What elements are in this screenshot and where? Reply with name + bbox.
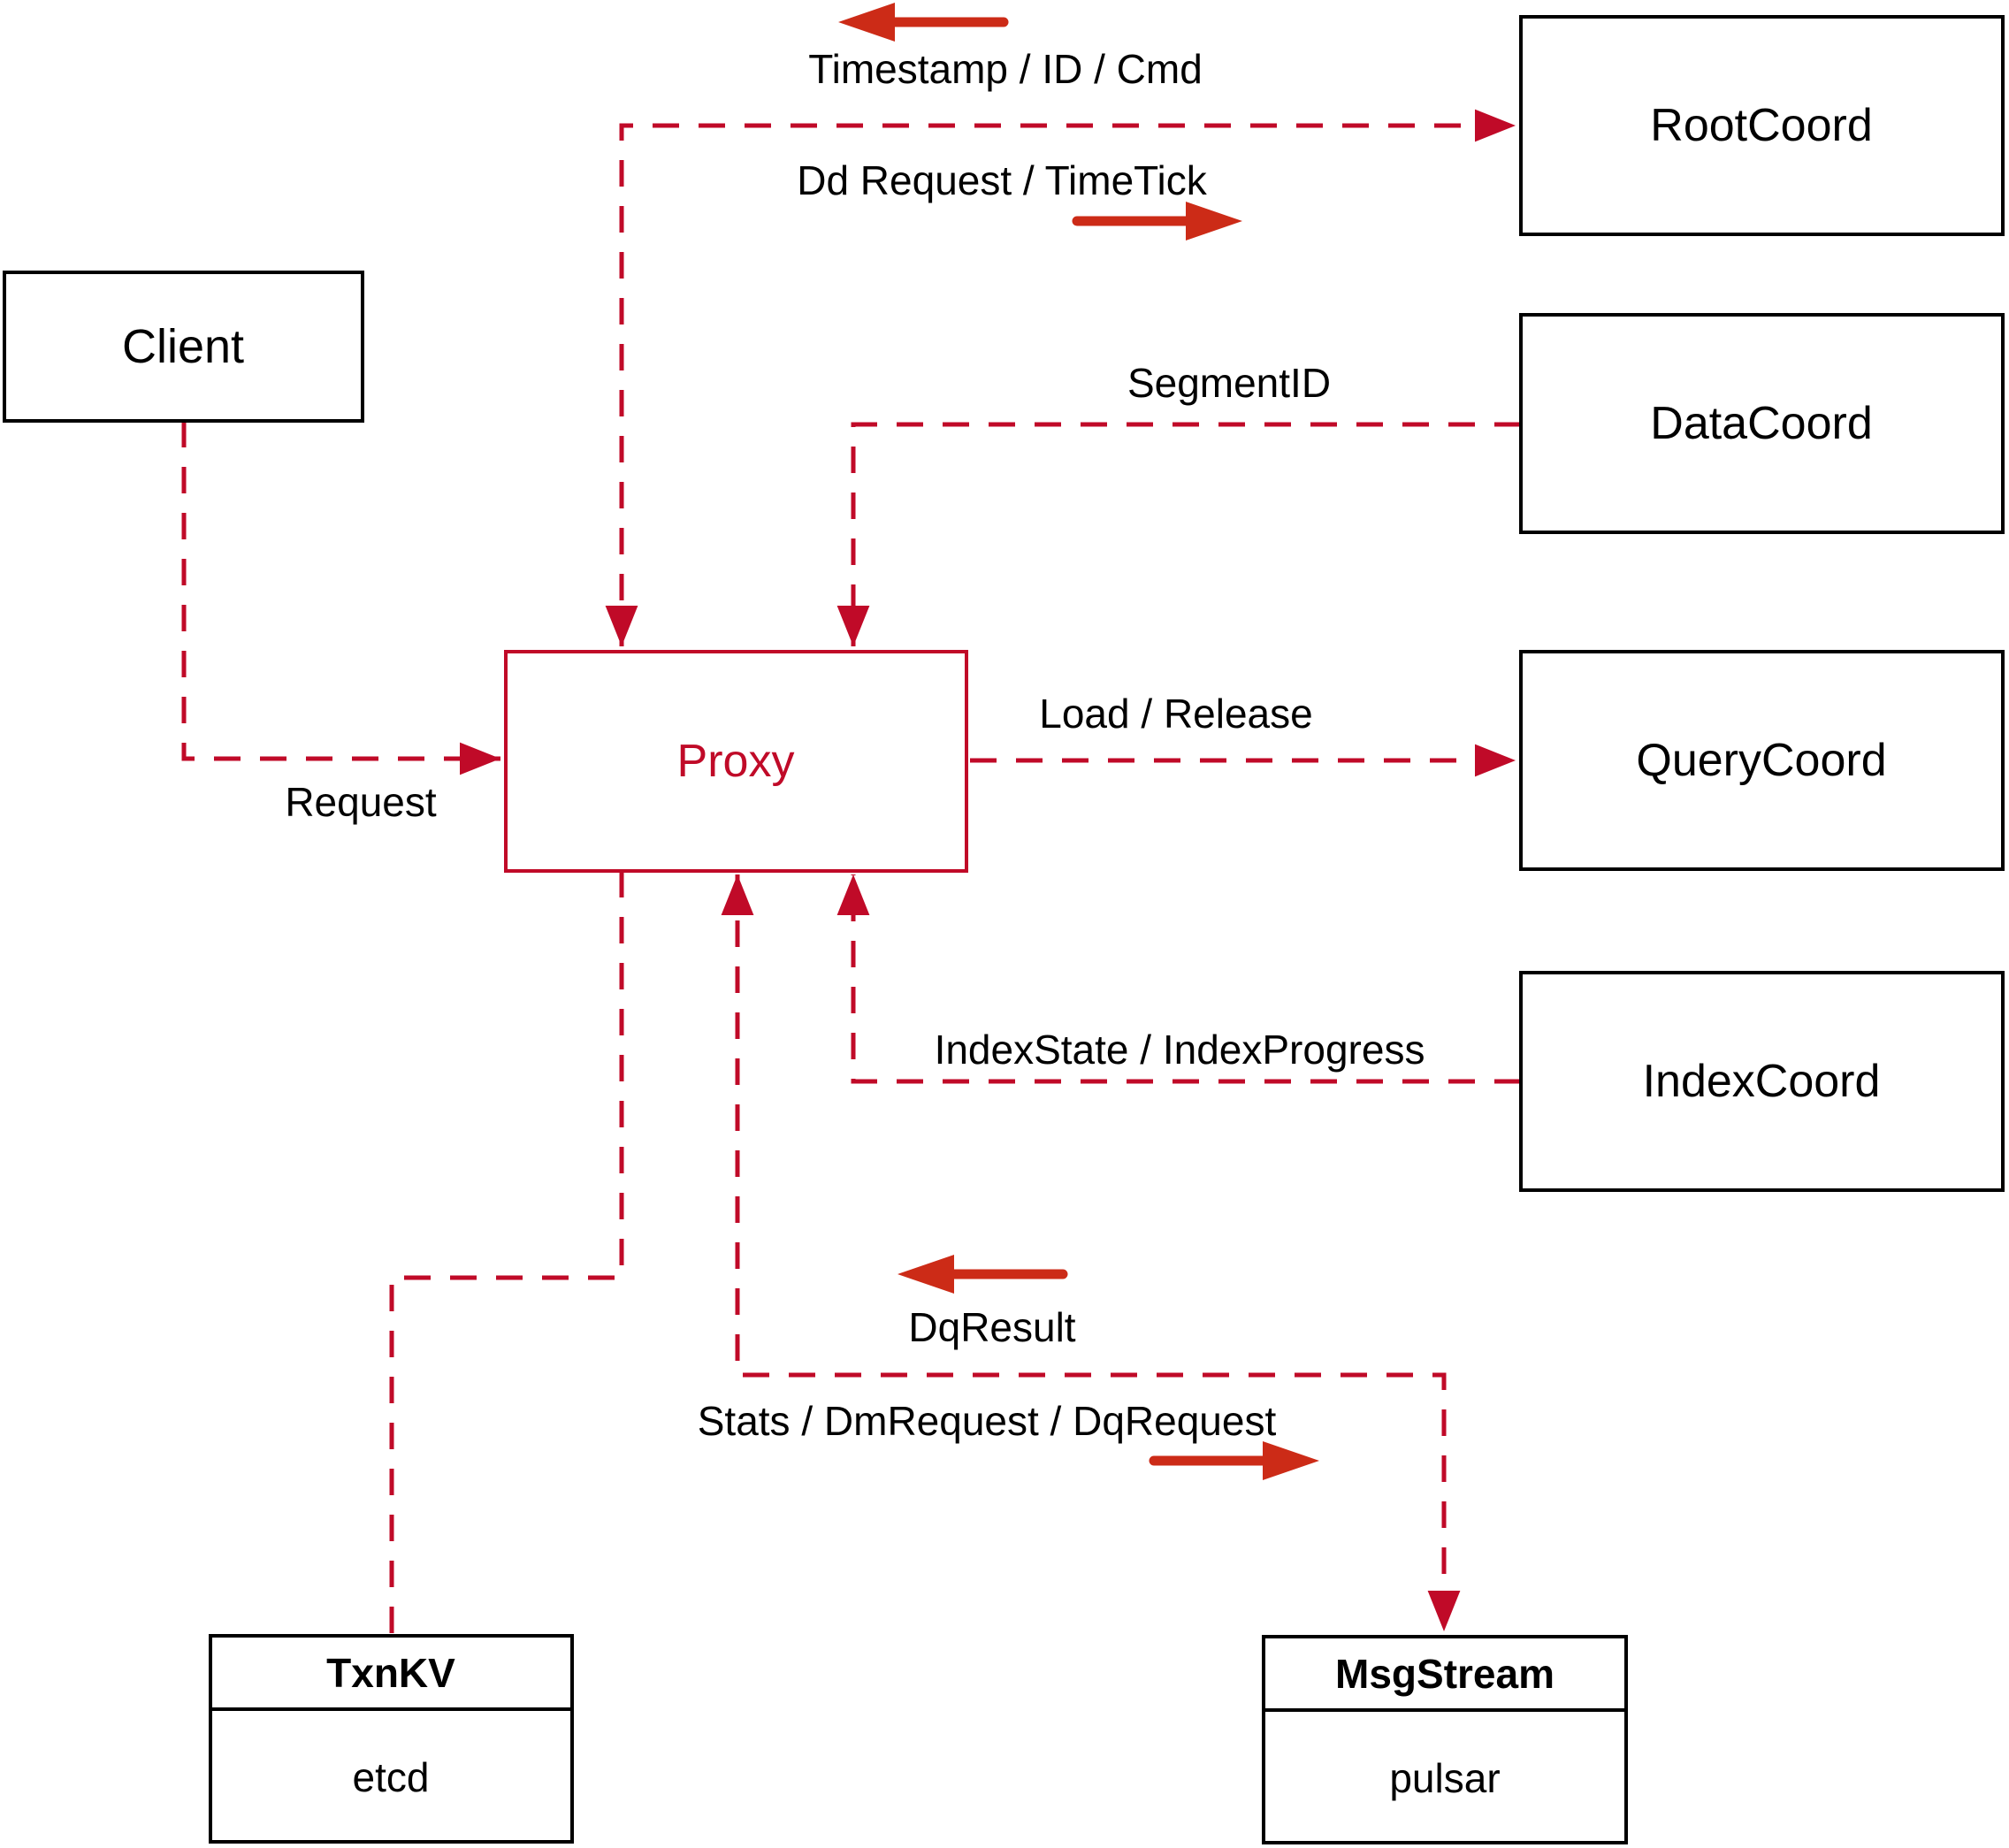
datacoord-label: DataCoord xyxy=(1650,398,1872,449)
edge-client-to-proxy xyxy=(181,421,500,775)
flow-arrow-right-stats-icon xyxy=(1149,1441,1319,1480)
edge-label-segmentid: SegmentID xyxy=(1127,360,1331,406)
edge-label-request: Request xyxy=(285,779,437,825)
edge-label-timestamp-id-cmd: Timestamp / ID / Cmd xyxy=(808,46,1203,92)
node-client: Client xyxy=(3,271,364,423)
edge-label-stats-dmrequest-dqrequest: Stats / DmRequest / DqRequest xyxy=(698,1398,1277,1444)
msgstream-title: MsgStream xyxy=(1335,1651,1554,1697)
node-querycoord: QueryCoord xyxy=(1519,650,2005,871)
edge-proxy-rootcoord xyxy=(605,109,1516,646)
edge-datacoord-to-proxy xyxy=(836,422,1521,646)
node-msgstream: MsgStream pulsar xyxy=(1262,1635,1628,1844)
edge-proxy-msgstream xyxy=(721,874,1461,1631)
flow-arrow-left-top-icon xyxy=(838,3,1009,42)
edge-label-dqresult: DqResult xyxy=(908,1304,1075,1350)
node-rootcoord: RootCoord xyxy=(1519,15,2005,236)
msgstream-subtitle: pulsar xyxy=(1389,1755,1500,1801)
flow-arrow-left-dqresult-icon xyxy=(898,1255,1068,1294)
client-label: Client xyxy=(122,320,244,373)
flow-arrow-right-top-icon xyxy=(1072,202,1242,241)
node-txnkv: TxnKV etcd xyxy=(209,1634,574,1844)
node-indexcoord: IndexCoord xyxy=(1519,971,2005,1192)
proxy-label: Proxy xyxy=(677,736,795,787)
txnkv-subtitle: etcd xyxy=(353,1754,430,1800)
node-datacoord: DataCoord xyxy=(1519,313,2005,534)
node-proxy: Proxy xyxy=(504,650,968,873)
rootcoord-label: RootCoord xyxy=(1650,100,1872,151)
edge-label-dd-request-timetick: Dd Request / TimeTick xyxy=(797,157,1208,203)
txnkv-title: TxnKV xyxy=(326,1650,455,1696)
edge-label-indexstate-indexprogress: IndexState / IndexProgress xyxy=(935,1027,1425,1073)
edge-label-load-release: Load / Release xyxy=(1039,691,1312,737)
indexcoord-label: IndexCoord xyxy=(1643,1056,1881,1107)
edge-proxy-txnkv xyxy=(389,871,624,1636)
querycoord-label: QueryCoord xyxy=(1636,735,1886,786)
